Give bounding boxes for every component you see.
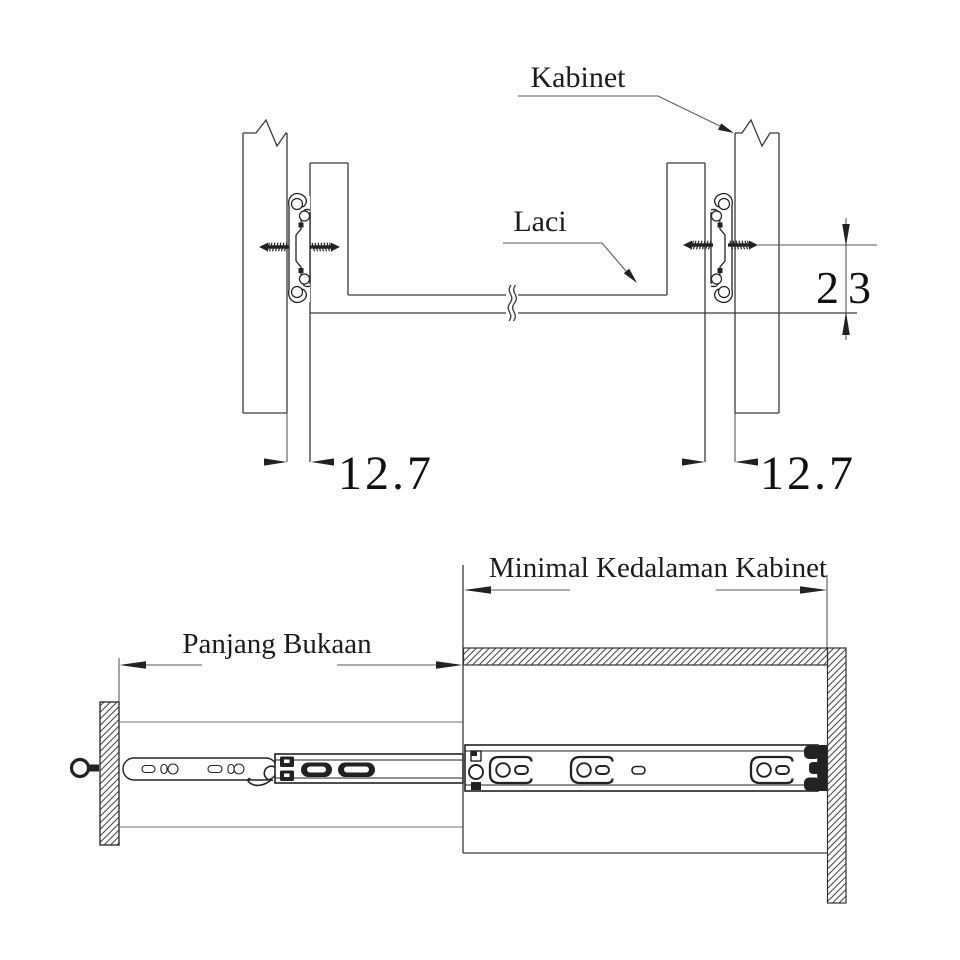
clearance-right-value: 12.7	[760, 447, 856, 500]
s-break-icon	[507, 284, 513, 322]
break-mark-icon	[735, 118, 779, 148]
dim-arrow-icon	[264, 458, 287, 466]
laci-label: Laci	[513, 205, 566, 238]
dim-arrow-icon	[800, 586, 827, 594]
drawer-member-rail	[122, 757, 278, 781]
dim-arrow-icon	[464, 586, 491, 594]
height-dim-value: 23	[816, 262, 880, 313]
knob-icon	[69, 757, 99, 779]
kabinet-label: Kabinet	[531, 61, 627, 94]
dimension-23: 23	[758, 218, 880, 340]
dim-arrow-icon	[311, 458, 334, 466]
laci-callout: Laci	[503, 205, 637, 283]
drawer-front-panel	[99, 701, 120, 846]
dimension-cabinet-depth: Minimal Kedalaman Kabinet	[464, 552, 828, 648]
cabinet-top-panel	[462, 647, 829, 666]
s-break-icon	[512, 284, 517, 322]
release-lever-icon	[247, 765, 277, 787]
side-view-section: Minimal Kedalaman Kabinet Panjang Bukaan	[69, 552, 847, 904]
cabinet-back-panel	[826, 647, 847, 904]
dim-arrow-icon	[842, 312, 850, 335]
leader-arrow-icon	[718, 123, 734, 133]
dimension-12-7-right: 12.7	[682, 413, 856, 500]
intermediate-rail	[274, 753, 464, 784]
right-cabinet-panel	[734, 118, 780, 414]
dimension-12-7-left: 12.7	[264, 413, 434, 500]
dim-arrow-icon	[436, 661, 463, 669]
opening-length-label: Panjang Bukaan	[182, 628, 372, 660]
screw-icon	[258, 242, 290, 252]
dimension-opening-length: Panjang Bukaan	[118, 628, 463, 703]
drawer-bottom-panel	[310, 284, 857, 322]
clearance-left-value: 12.7	[338, 447, 434, 500]
top-view-section: Kabinet Laci 12.7 12.7	[242, 61, 880, 500]
left-cabinet-panel	[242, 118, 288, 414]
slide-cross-section-left-icon	[287, 192, 311, 304]
dim-arrow-icon	[842, 224, 850, 246]
kabinet-callout: Kabinet	[518, 61, 734, 133]
slide-cross-section-right-icon	[710, 192, 734, 304]
cabinet-member-rail	[464, 744, 828, 792]
cabinet-depth-label: Minimal Kedalaman Kabinet	[489, 552, 827, 584]
screw-icon	[309, 242, 341, 252]
leader-arrow-icon	[623, 268, 637, 283]
dim-arrow-icon	[735, 458, 758, 466]
dim-arrow-icon	[682, 458, 705, 466]
drawer-body-lines	[119, 721, 463, 828]
dim-arrow-icon	[119, 661, 146, 669]
screw-icon	[682, 240, 714, 250]
rear-mount-bracket-icon	[804, 745, 828, 791]
break-mark-icon	[243, 118, 287, 148]
